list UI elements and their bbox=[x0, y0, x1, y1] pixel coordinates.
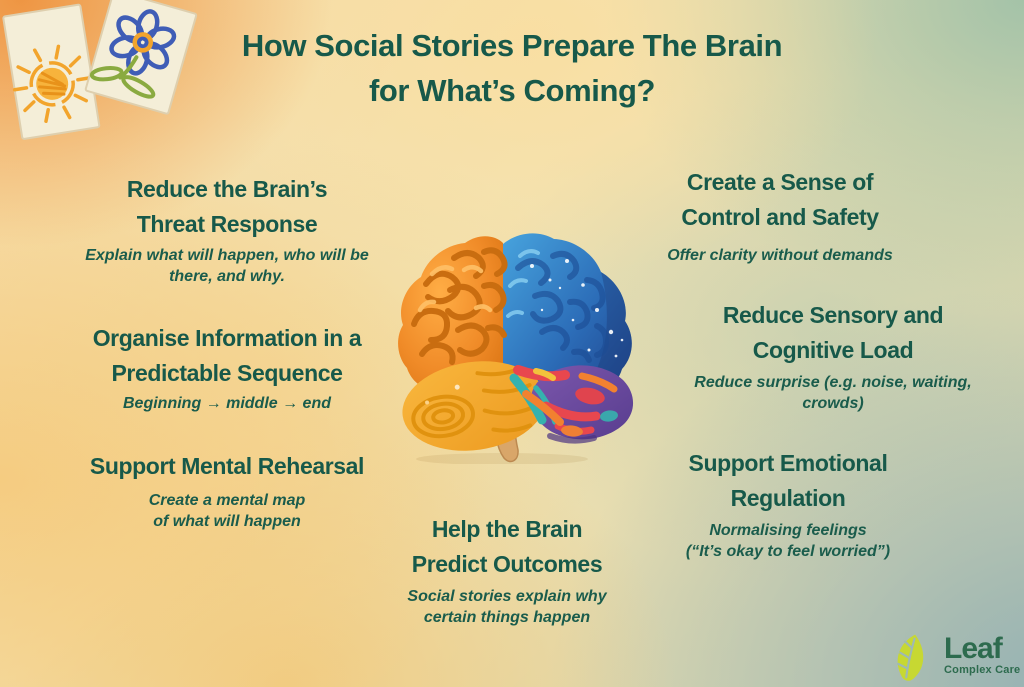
section-reduce-threat: Reduce the Brain’s Threat Response Expla… bbox=[40, 172, 414, 287]
brain-shadow bbox=[416, 453, 588, 464]
sun-icon bbox=[12, 44, 92, 124]
section-subtext: Normalising feelings (“It’s okay to feel… bbox=[685, 522, 891, 560]
sun-drawing-card bbox=[2, 3, 101, 140]
leaf-logo: Leaf Complex Care bbox=[884, 628, 1020, 682]
section-control-safety: Create a Sense of Control and Safety Off… bbox=[630, 165, 930, 266]
star-dots bbox=[530, 259, 624, 376]
section-subtext: Create a mental map of what will happen bbox=[148, 492, 306, 530]
section-heading: Help the Brain Predict Outcomes bbox=[411, 516, 603, 577]
section-subtext: Offer clarity without demands bbox=[667, 247, 893, 264]
flower-drawing-card bbox=[84, 0, 198, 115]
brain-temporal-lobe bbox=[402, 361, 546, 451]
section-subtext: Explain what will happen, who will be th… bbox=[85, 247, 369, 285]
section-heading: Create a Sense of Control and Safety bbox=[681, 169, 879, 230]
section-heading: Support Mental Rehearsal bbox=[89, 453, 365, 479]
section-organise-sequence: Organise Information in a Predictable Se… bbox=[40, 321, 414, 414]
leaf-logo-icon bbox=[897, 634, 924, 681]
section-heading: Organise Information in a Predictable Se… bbox=[92, 325, 362, 386]
section-heading: Reduce Sensory and Cognitive Load bbox=[722, 302, 944, 363]
logo-wordmark: Leaf bbox=[944, 631, 1003, 665]
brain-left-hemisphere bbox=[398, 236, 508, 398]
section-subtext: Reduce surprise (e.g. noise, waiting, cr… bbox=[694, 374, 972, 412]
brain-right-hemisphere bbox=[503, 233, 632, 407]
section-heading: Reduce the Brain’s Threat Response bbox=[126, 176, 328, 237]
section-subtext: Social stories explain why certain thing… bbox=[407, 588, 607, 626]
flower-icon bbox=[89, 9, 177, 99]
page-title: How Social Stories Prepare The Brain for… bbox=[241, 28, 783, 108]
brain-illustration bbox=[398, 233, 634, 464]
section-mental-rehearsal: Support Mental Rehearsal Create a mental… bbox=[40, 449, 414, 532]
section-sensory-load: Reduce Sensory and Cognitive Load Reduce… bbox=[673, 298, 993, 414]
section-predict-outcomes: Help the Brain Predict Outcomes Social s… bbox=[357, 512, 657, 628]
child-drawings-illustration bbox=[2, 0, 198, 140]
section-heading: Support Emotional Regulation bbox=[688, 450, 888, 511]
logo-text: Leaf Complex Care bbox=[944, 631, 1021, 676]
section-emotional-regulation: Support Emotional Regulation Normalising… bbox=[638, 446, 938, 562]
section-subtext: Beginning → middle → end bbox=[123, 395, 331, 412]
brain-cerebellum bbox=[509, 365, 634, 444]
logo-tagline: Complex Care bbox=[944, 663, 1021, 676]
